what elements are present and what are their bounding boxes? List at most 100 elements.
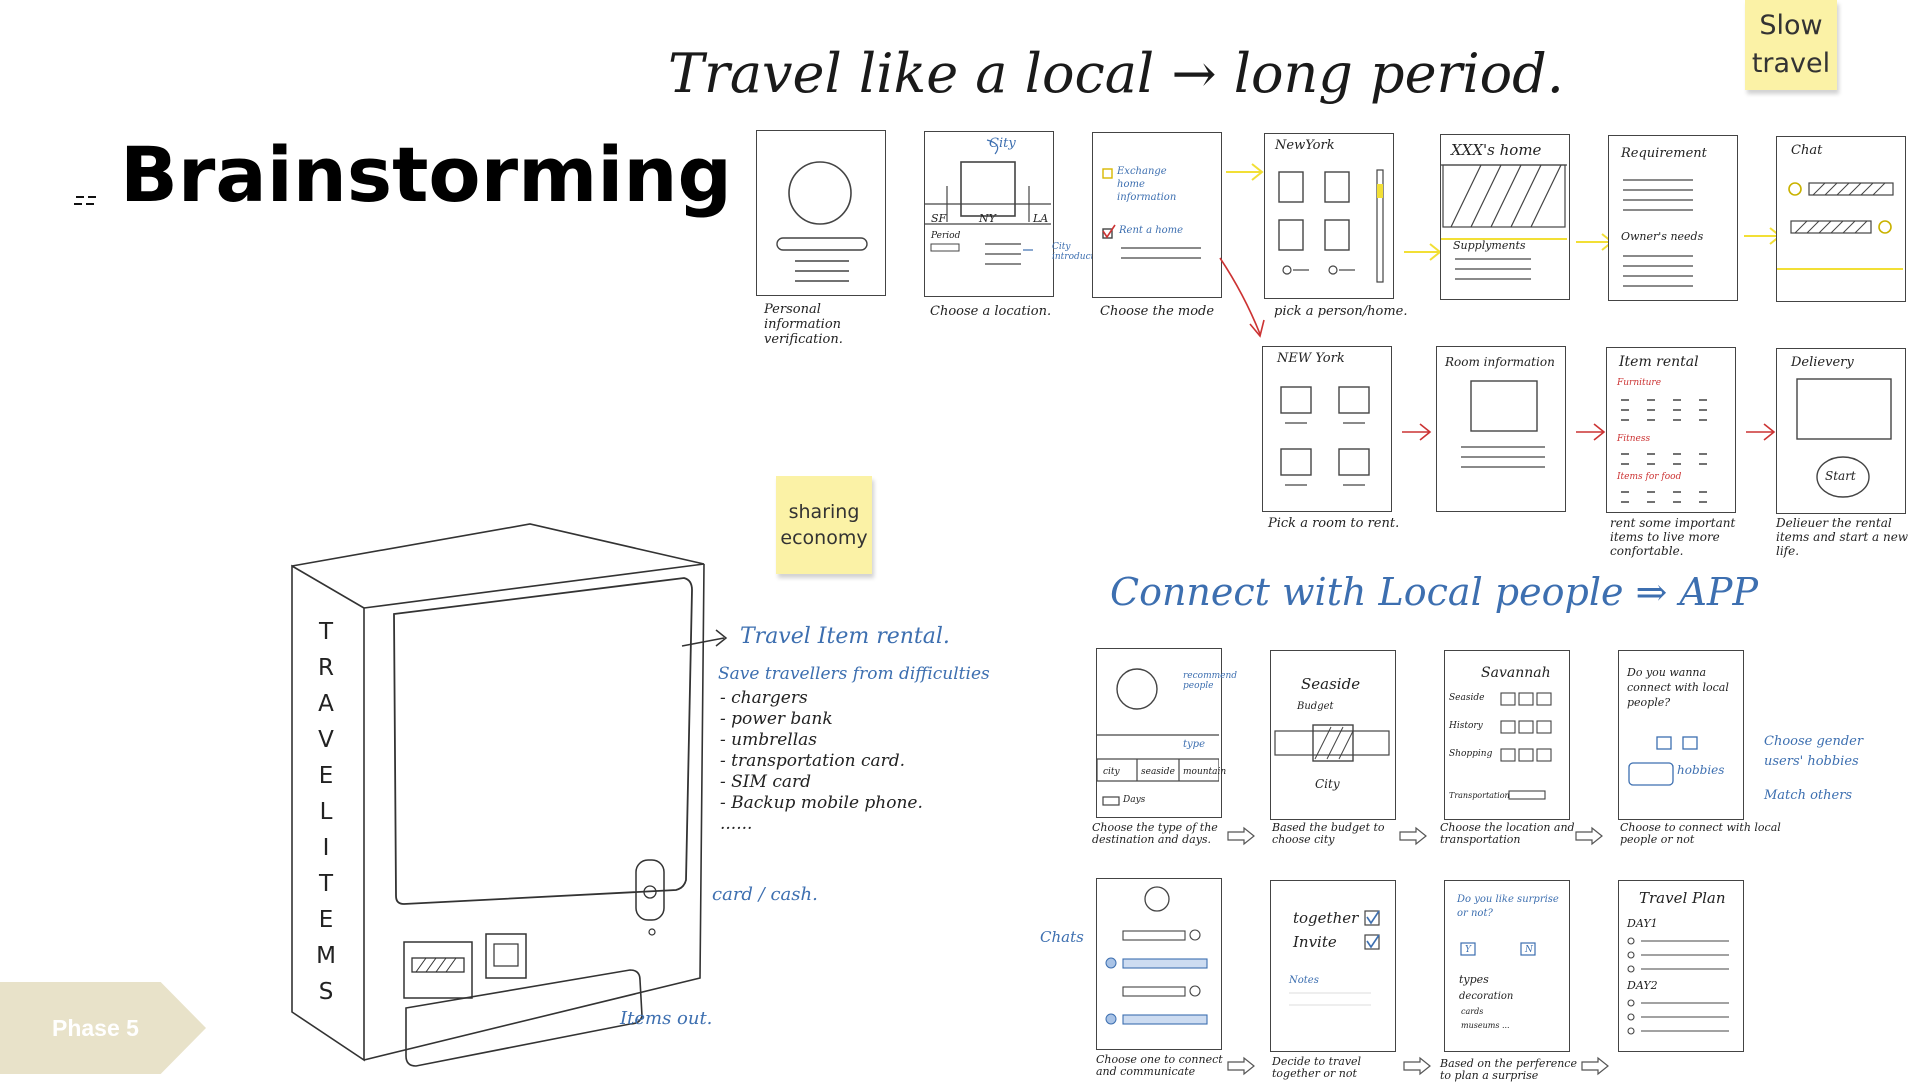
label-travel-plan: Travel Plan	[1639, 889, 1726, 907]
side-letter: M	[314, 938, 338, 974]
label-items-out: Items out.	[620, 1008, 712, 1029]
arrow-right-icon	[1226, 1056, 1256, 1076]
label-days: Days	[1123, 795, 1145, 805]
wireframe-item-rental: Item rental Furniture Fitness Items for …	[1606, 347, 1736, 513]
label-new-york-rooms: NEW York	[1277, 351, 1345, 366]
sketch-vending-machine: T R A V E L I T E M S Travel Item rental…	[280, 520, 980, 1070]
label-transportation: Transportation	[1449, 791, 1510, 800]
wireframe-travel-plan: Travel Plan DAY1 DAY2	[1618, 880, 1744, 1052]
label-xxx-home: XXX's home	[1451, 141, 1541, 159]
label-budget: Budget	[1297, 701, 1334, 712]
label-new-york: NewYork	[1275, 138, 1335, 153]
home-photo-sketch	[1441, 135, 1567, 297]
wireframe-requirement: Requirement Owner's needs	[1608, 135, 1738, 301]
list-item: - transportation card.	[720, 751, 923, 772]
label-chat: Chat	[1791, 143, 1822, 158]
vending-machine-drawing	[280, 520, 720, 1070]
wireframe-chat: Chat	[1776, 136, 1906, 302]
wireframe-location-transport: Savannah Seaside History Shopping Transp…	[1444, 650, 1570, 820]
wireframe-budget-city: Seaside Budget City	[1270, 650, 1396, 820]
label-delievery: Delievery	[1791, 355, 1854, 370]
label-together: together	[1293, 909, 1358, 927]
list-item: ......	[720, 814, 923, 835]
phase-tab[interactable]: Phase 5	[0, 982, 206, 1074]
arrow-right-icon	[1574, 826, 1604, 846]
wireframe-room-info: Room information	[1436, 346, 1566, 512]
label-city: City	[989, 136, 1016, 151]
arrow-right-icon	[680, 624, 740, 654]
wireframe-personal-info	[756, 130, 886, 296]
caption-location-transport: Choose the location and transportation	[1440, 822, 1580, 846]
label-history: History	[1449, 721, 1483, 731]
label-rent-home: Rent a home	[1119, 225, 1183, 236]
label-day1: DAY1	[1627, 917, 1658, 930]
label-yes: Y	[1465, 945, 1471, 955]
side-letter: E	[314, 758, 338, 794]
wireframe-connect-local: Do you wanna connect with local people? …	[1618, 650, 1744, 820]
caption-destination-type: Choose the type of the destination and d…	[1092, 822, 1232, 846]
delivery-sketch	[1777, 349, 1903, 511]
arrow-right-icon	[1398, 420, 1438, 444]
label-museums: museums ...	[1461, 1021, 1510, 1030]
wireframe-choose-location: City SF NY LA Period	[924, 131, 1054, 297]
label-city: City	[1315, 777, 1340, 791]
label-chats: Chats	[1040, 928, 1084, 946]
wireframe-delivery: Delievery Start	[1776, 348, 1906, 514]
label-owners-needs: Owner's needs	[1621, 230, 1703, 243]
side-letter: T	[314, 614, 338, 650]
label-type: type	[1183, 739, 1205, 750]
caption-item-rental: rent some important items to live more c…	[1610, 516, 1760, 558]
side-letter: T	[314, 866, 338, 902]
label-mountain-type: mountain	[1183, 767, 1226, 777]
phase-label: Phase 5	[52, 1015, 139, 1042]
label-seaside-filter: Seaside	[1449, 693, 1484, 703]
chat-list-sketch	[1097, 879, 1219, 1047]
listing-grid-sketch	[1265, 134, 1391, 296]
label-shopping: Shopping	[1449, 749, 1492, 759]
caption-pick-room: Pick a room to rent.	[1268, 516, 1418, 531]
label-no: N	[1525, 945, 1533, 955]
note-line: users' hobbies	[1764, 752, 1904, 772]
caption-surprise: Based on the perference to plan a surpri…	[1440, 1058, 1590, 1082]
gender-hobby-notes: Choose gender users' hobbies Match other…	[1764, 732, 1904, 806]
list-item: - power bank	[720, 709, 923, 730]
arrow-right-icon	[1402, 1056, 1432, 1076]
label-savannah: Savannah	[1481, 665, 1551, 681]
label-day2: DAY2	[1627, 979, 1658, 992]
list-item: - chargers	[720, 688, 923, 709]
label-room-information: Room information	[1445, 355, 1555, 369]
room-grid-sketch	[1263, 347, 1389, 509]
label-save-travellers: Save travellers from difficulties	[718, 664, 990, 684]
side-letter: L	[314, 794, 338, 830]
mode-checkbox-sketch	[1093, 133, 1219, 295]
arrow-right-icon	[1226, 826, 1256, 846]
start-button[interactable]: Start	[1825, 469, 1856, 483]
label-supplyments: Supplyments	[1453, 239, 1526, 252]
label-decoration: decoration	[1459, 991, 1513, 1002]
side-letter: S	[314, 974, 338, 1010]
arrow-right-icon	[1398, 826, 1428, 846]
caption-delivery: Delieuer the rental items and start a ne…	[1776, 516, 1916, 558]
label-hobbies: hobbies	[1677, 763, 1724, 777]
sketch-heading-travel-like-local: Travel like a local → long period.	[668, 42, 1564, 105]
side-letter: E	[314, 902, 338, 938]
list-item: - Backup mobile phone.	[720, 793, 923, 814]
label-exchange-home: Exchange home information	[1117, 165, 1197, 204]
label-invite: Invite	[1293, 933, 1337, 951]
page-title: Brainstorming	[120, 130, 732, 219]
wireframe-travel-together: together Invite Notes	[1270, 880, 1396, 1052]
title-bullet-mark	[74, 193, 102, 207]
label-recommend-people: recommend people	[1183, 671, 1219, 691]
wireframe-surprise: Do you like surprise or not? Y N types d…	[1444, 880, 1570, 1052]
vending-items-list: - chargers - power bank - umbrellas - tr…	[720, 688, 923, 835]
sketch-connect-local-app: Connect with Local people ⇒ APP recommen…	[1040, 570, 1920, 1080]
label-surprise-question: Do you like surprise or not?	[1457, 893, 1561, 921]
wireframe-pick-person: NewYork	[1264, 133, 1394, 299]
label-furniture: Furniture	[1617, 378, 1661, 388]
note-line: Choose gender	[1764, 732, 1904, 752]
label-travel-item-rental: Travel Item rental.	[740, 624, 950, 649]
caption-chat-list: Choose one to connect and communicate	[1096, 1054, 1236, 1078]
label-seaside: Seaside	[1301, 675, 1360, 693]
label-seaside-type: seaside	[1141, 767, 1175, 777]
rental-list-sketch	[1607, 348, 1733, 510]
